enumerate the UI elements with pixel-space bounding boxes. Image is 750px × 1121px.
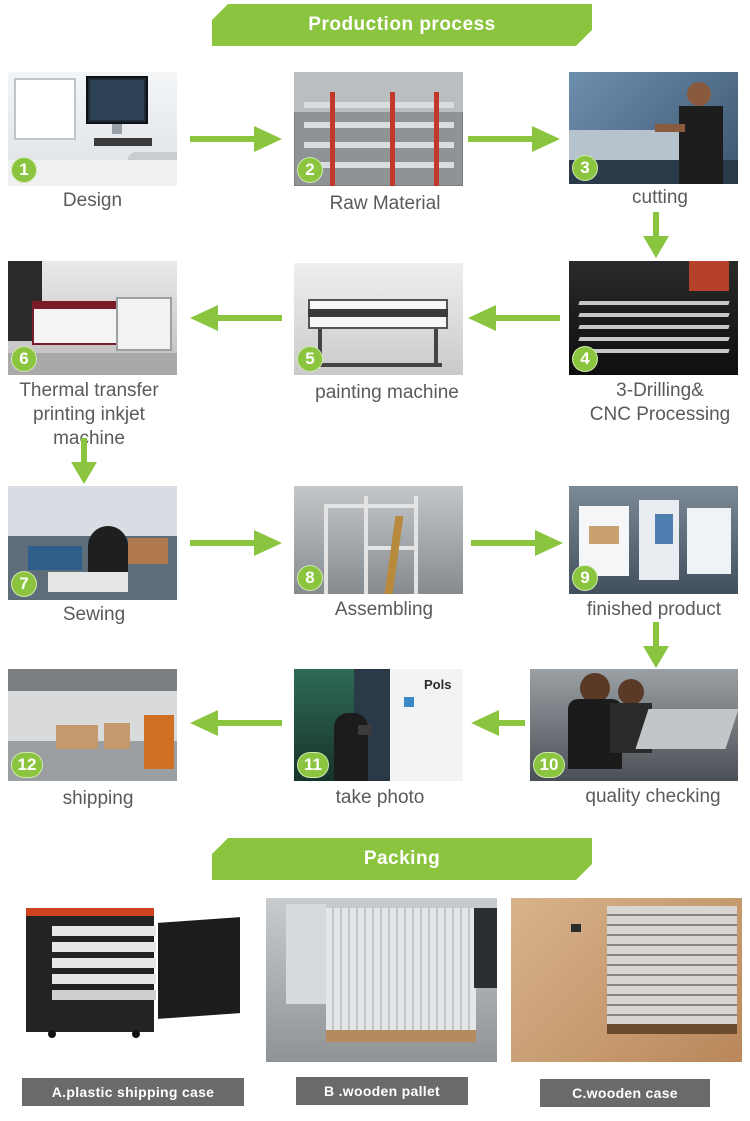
step-4-cnc-processing-photo: 4 (569, 261, 738, 375)
step-9-badge: 9 (572, 565, 598, 591)
arrow-right-1-2 (190, 126, 282, 152)
step-10-caption: quality checking (585, 786, 721, 807)
step-8-caption: Assembling (334, 599, 434, 620)
step-7-sewing-photo: 7 (8, 486, 177, 600)
packing-a-label: A.plastic shipping case (22, 1078, 244, 1106)
step-2-raw-material-photo: 2 (294, 72, 463, 186)
arrow-left-10-11 (471, 710, 525, 736)
step-3-cutting-photo: 3 (569, 72, 738, 184)
packing-a-plastic-case-photo (22, 902, 244, 1042)
step-7-badge: 7 (11, 571, 37, 597)
arrow-left-4-5 (468, 305, 560, 331)
packing-c-wooden-case-photo (511, 898, 742, 1062)
arrow-right-2-3 (468, 126, 560, 152)
packing-c-label: C.wooden case (540, 1079, 710, 1107)
production-process-title: Production process (308, 14, 496, 35)
packing-title: Packing (363, 848, 441, 869)
step-4-caption-line-2: CNC Processing (589, 404, 731, 425)
step-11-badge: 11 (297, 752, 329, 778)
arrow-right-7-8 (190, 530, 282, 556)
packing-b-wooden-pallet-photo (266, 898, 497, 1062)
step-6-badge: 6 (11, 346, 37, 372)
step-1-caption: Design (62, 190, 123, 211)
step-10-quality-checking-photo: 10 (530, 669, 738, 781)
step-12-shipping-photo: 12 (8, 669, 177, 781)
arrow-left-5-6 (190, 305, 282, 331)
step-6-caption-line-1: Thermal transfer (19, 380, 159, 401)
production-process-banner: Production process (212, 4, 592, 46)
step-11-take-photo-photo: Pols 11 (294, 669, 463, 781)
step-6-caption-line-3: machine (53, 428, 125, 449)
step-4-badge: 4 (572, 346, 598, 372)
step-5-caption: painting machine (315, 382, 459, 403)
arrow-down-6-7 (71, 438, 97, 484)
step-3-caption: cutting (632, 187, 688, 208)
step-2-caption: Raw Material (329, 193, 441, 214)
step-5-badge: 5 (297, 346, 323, 372)
step-5-painting-machine-photo: 5 (294, 263, 463, 375)
step-3-badge: 3 (572, 155, 598, 181)
step-10-badge: 10 (533, 752, 565, 778)
step-1-badge: 1 (11, 157, 37, 183)
arrow-left-11-12 (190, 710, 282, 736)
step-7-caption: Sewing (62, 604, 126, 625)
packing-banner: Packing (212, 838, 592, 880)
step-11-caption: take photo (335, 787, 425, 808)
step-1-design-photo: 1 (8, 72, 177, 186)
packing-b-label: B .wooden pallet (296, 1077, 468, 1105)
brand-sign-text: Pols (424, 677, 452, 692)
step-4-caption-line-1: 3-Drilling& (616, 380, 704, 401)
arrow-down-9-10 (643, 622, 669, 668)
step-9-caption: finished product (586, 599, 722, 620)
step-8-assembling-photo: 8 (294, 486, 463, 594)
step-12-caption: shipping (62, 788, 134, 809)
step-9-finished-product-photo: 9 (569, 486, 738, 594)
arrow-right-8-9 (471, 530, 563, 556)
step-6-thermal-transfer-photo: 6 (8, 261, 177, 375)
step-12-badge: 12 (11, 752, 43, 778)
step-6-caption-line-2: printing inkjet (33, 404, 145, 425)
step-8-badge: 8 (297, 565, 323, 591)
arrow-down-3-4 (643, 212, 669, 258)
step-2-badge: 2 (297, 157, 323, 183)
